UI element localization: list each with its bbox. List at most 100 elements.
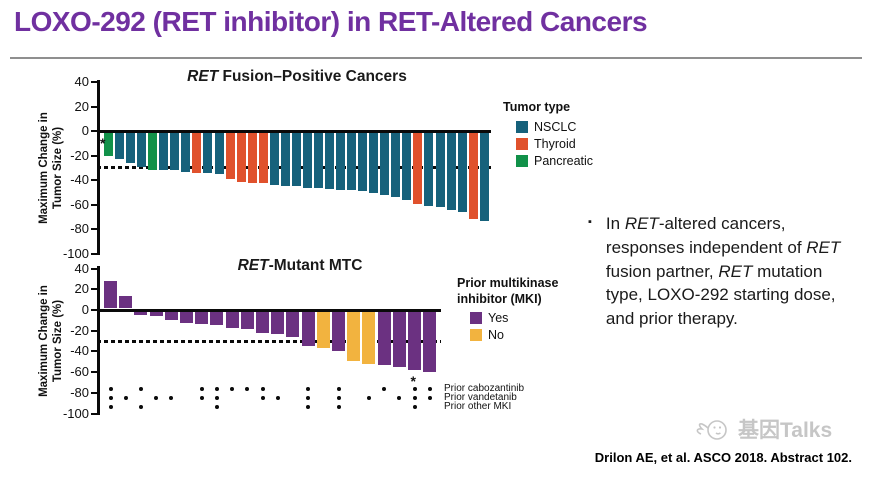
therapy-dot <box>336 386 341 391</box>
therapy-dot <box>306 405 311 410</box>
therapy-dot <box>214 395 219 400</box>
waterfall-bar <box>435 132 445 208</box>
y-tick <box>91 228 97 230</box>
waterfall-bar <box>192 132 202 173</box>
therapy-dot <box>306 386 311 391</box>
y-tick <box>91 371 97 374</box>
waterfall-bar <box>301 311 315 346</box>
waterfall-bar <box>408 311 421 371</box>
y-tick-label: 0 <box>81 302 89 317</box>
therapy-dot <box>108 395 113 400</box>
legend-item: NSCLC <box>516 120 613 134</box>
waterfall-bar <box>115 132 125 160</box>
watermark: 基因Talks <box>690 414 832 444</box>
waterfall-bar <box>286 311 300 338</box>
waterfall-bar <box>134 311 148 315</box>
therapy-dot <box>123 395 128 400</box>
waterfall-bar <box>269 132 279 186</box>
y-tick-label: -100 <box>62 405 89 421</box>
y-tick <box>91 288 97 291</box>
y-tick-label: 40 <box>74 260 89 276</box>
y-tick-label: -80 <box>70 221 89 236</box>
waterfall-bar <box>225 311 239 329</box>
therapy-dot <box>108 405 113 410</box>
waterfall-bar <box>402 132 412 200</box>
waterfall-bar <box>457 132 467 213</box>
y-tick-label: -100 <box>62 245 89 261</box>
waterfall-bar <box>424 132 434 206</box>
watermark-text: 基因Talks <box>738 419 833 442</box>
waterfall-bar <box>225 132 235 180</box>
therapy-dot <box>306 395 311 400</box>
y-tick <box>91 154 97 157</box>
waterfall-bar <box>126 132 136 164</box>
legend-swatch-icon <box>470 312 482 325</box>
therapy-dot <box>214 386 219 391</box>
waterfall-bar <box>377 311 391 366</box>
therapy-dot <box>412 386 417 391</box>
waterfall-bar <box>302 132 312 188</box>
legend-title: Tumor type <box>503 100 571 114</box>
y-tick <box>91 412 97 415</box>
therapy-dot <box>154 395 159 400</box>
waterfall-bar <box>332 311 345 351</box>
y-tick-label: -40 <box>70 343 89 359</box>
waterfall-bar <box>280 132 290 187</box>
y-tick <box>91 81 97 83</box>
legend-item-label: Thyroid <box>534 136 576 151</box>
therapy-dot <box>427 395 432 400</box>
asterisk-marker: * <box>100 135 106 151</box>
y-tick-label: -20 <box>70 322 89 338</box>
citation: Drilon AE, et al. ASCO 2018. Abstract 10… <box>594 450 852 465</box>
waterfall-bar <box>148 132 158 171</box>
legend-item-label: No <box>488 328 504 343</box>
waterfall-bar <box>313 132 323 188</box>
legend-title: Prior multikinase inhibitor (MKI) <box>457 276 559 306</box>
waterfall-bar <box>149 311 163 316</box>
dot-row-label: Prior other MKI <box>444 401 512 413</box>
y-tick-label: 40 <box>74 74 89 89</box>
waterfall-bar <box>203 132 213 173</box>
legend-swatch-icon <box>516 137 528 150</box>
waterfall-bar <box>336 132 346 191</box>
therapy-dot <box>108 386 113 391</box>
therapy-dot <box>382 386 387 391</box>
therapy-dot <box>138 386 143 391</box>
therapy-dot <box>199 386 204 391</box>
legend-swatch-icon <box>470 329 482 342</box>
therapy-dot <box>260 386 265 391</box>
chart-title: RET Fusion–Positive Cancers <box>187 68 407 85</box>
y-tick <box>91 203 97 206</box>
chart-title: RET-Mutant MTC <box>237 257 363 274</box>
title-divider <box>10 57 862 59</box>
summary-text: In RET-altered cancers, responses indepe… <box>605 214 841 329</box>
y-tick-label: -80 <box>70 384 89 400</box>
asterisk-marker: * <box>410 372 416 389</box>
waterfall-bar <box>104 280 117 309</box>
page-title: LOXO-292 (RET inhibitor) in RET-Altered … <box>14 6 648 37</box>
waterfall-bar <box>392 311 406 368</box>
therapy-dot <box>336 395 341 400</box>
waterfall-bar <box>446 132 456 210</box>
y-tick-label: -60 <box>70 196 89 212</box>
y-tick-label: 0 <box>81 123 89 138</box>
legend-swatch-icon <box>516 120 528 133</box>
therapy-dot <box>169 395 174 400</box>
legend-item: Pancreatic <box>516 154 613 168</box>
y-tick <box>91 267 97 270</box>
waterfall-bar <box>423 311 437 372</box>
waterfall-bar <box>325 132 334 189</box>
waterfall-bar <box>479 132 489 221</box>
legend-item: No <box>470 328 575 342</box>
therapy-dot <box>199 395 204 400</box>
waterfall-bar <box>468 132 478 220</box>
waterfall-bar <box>236 132 246 182</box>
therapy-dot <box>245 386 250 391</box>
therapy-dot <box>230 386 235 391</box>
waterfall-bar <box>137 132 147 167</box>
